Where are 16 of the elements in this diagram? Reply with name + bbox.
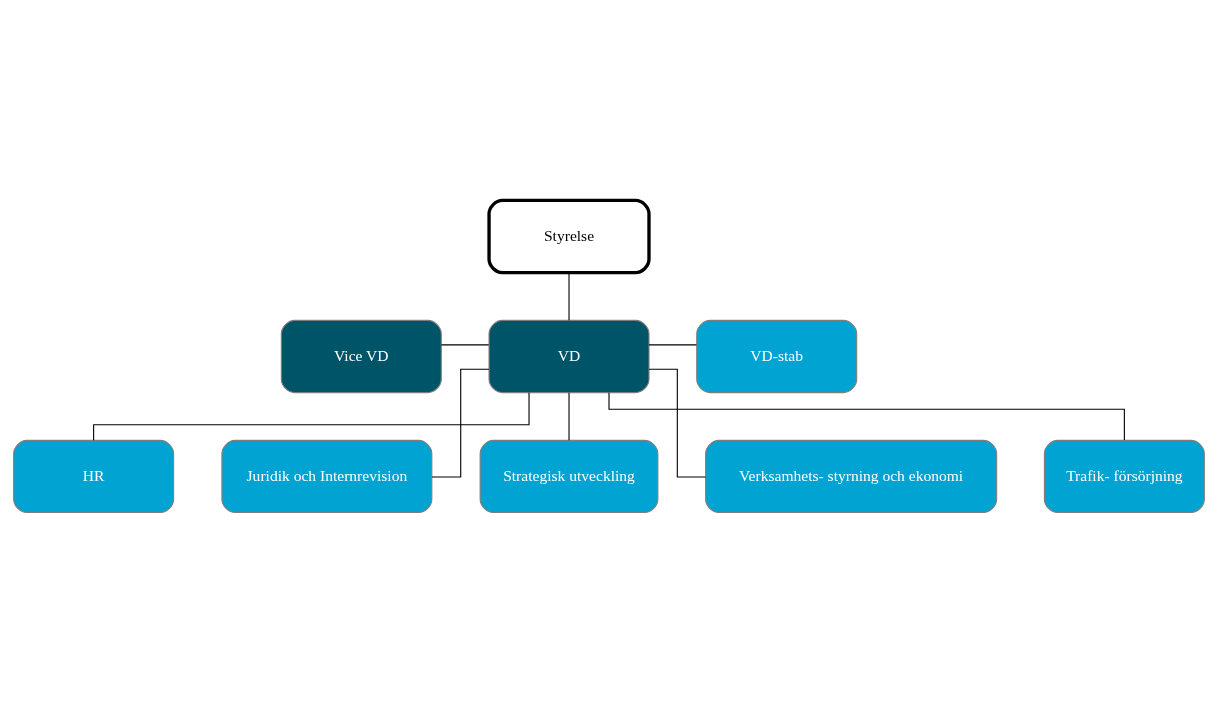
connector [648, 344, 697, 346]
connector [440, 344, 490, 346]
connector [93, 392, 530, 441]
node-box: Juridik och Internrevision [221, 439, 433, 514]
node-box: VD [488, 319, 650, 394]
node-box: Styrelse [487, 198, 651, 275]
node-box: Vice VD [280, 319, 442, 394]
node-box: HR [13, 439, 175, 514]
node-box: VD-stab [696, 319, 858, 394]
node-box: Trafik- försörjning [1043, 439, 1205, 514]
connector [648, 368, 707, 478]
node-box: Strategisk utveckling [479, 439, 659, 514]
connector [431, 368, 490, 478]
connector [568, 272, 570, 321]
connector [608, 392, 1125, 441]
node-box: Verksamhets- styrning och ekonomi [705, 439, 998, 514]
